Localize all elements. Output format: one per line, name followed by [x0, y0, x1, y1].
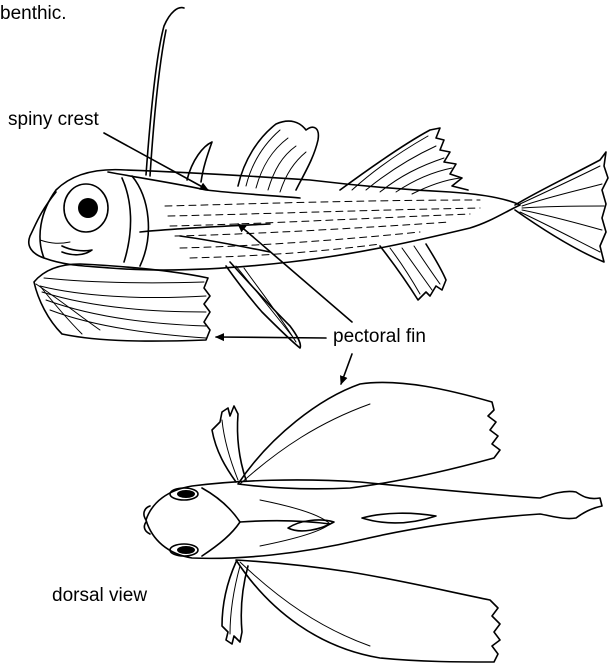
arrow-spiny-crest — [104, 133, 208, 190]
dorsal-view-fish — [144, 382, 602, 662]
dorsal-pectoral-lower — [236, 560, 500, 662]
short-spine — [187, 142, 212, 182]
lateral-view-fish — [29, 8, 608, 348]
arrow-pectoral-dorsal — [341, 354, 352, 384]
second-dorsal-fin — [340, 128, 468, 190]
dorsal-eye-top-fill — [177, 490, 195, 498]
arrow-pectoral-body — [238, 224, 352, 322]
dorsal-fin-mark-2 — [362, 513, 436, 523]
pupil — [78, 198, 98, 218]
dorsal-pelvic-upper — [212, 406, 246, 482]
pelvic-fin — [226, 262, 300, 348]
pectoral-fin-lateral — [34, 264, 210, 341]
mouth — [62, 246, 92, 255]
dorsal-pectoral-upper — [238, 382, 500, 488]
dorsal-pelvic-lower — [222, 562, 248, 644]
body-outline — [40, 170, 520, 270]
dorsal-eye-bottom-fill — [177, 546, 195, 554]
scale-pattern — [165, 200, 480, 258]
anal-fin — [380, 244, 446, 300]
arrow-pectoral-detached — [216, 337, 326, 338]
